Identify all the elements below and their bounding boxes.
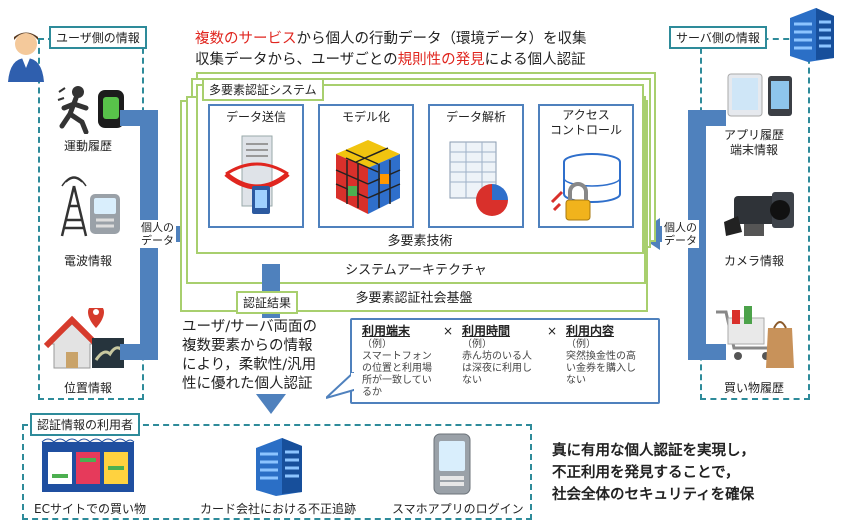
factor-time: 利用時間 （例） 赤ん坊のいる人 は深夜に利用し ない (462, 322, 546, 387)
right-arrow-label: 個人の データ (662, 220, 699, 248)
factor-content-example: （例） 突然換金性の高 い金券を購入し ない (566, 339, 636, 386)
module-access-control: アクセス コントロール (538, 104, 634, 228)
factor-time-example: （例） 赤ん坊のいる人 は深夜に利用し ない (462, 339, 532, 386)
data-send-icon (224, 135, 290, 214)
factor-device: 利用端末 （例） スマートフォン の位置と利用場 所が一致してい るか (362, 322, 446, 399)
headline-line-1: 複数のサービスから個人の行動データ（環境データ）を収集 (195, 27, 587, 48)
system-title: 多要素認証システム (202, 78, 324, 101)
shopping-cart-icon (716, 306, 794, 368)
factor-content: 利用内容 （例） 突然換金性の高 い金券を購入し ない (566, 322, 656, 387)
server-item-shopping: 買い物履歴 (723, 381, 784, 395)
spreadsheet-chart-icon (449, 141, 508, 216)
server-building-icon (790, 8, 834, 62)
server-item-app: アプリ履歴 端末情報 (723, 128, 784, 157)
auth-user-card: カード会社における不正追跡 (199, 502, 356, 516)
module-data-send-title: データ送信 (225, 110, 286, 124)
user-avatar-icon (8, 32, 44, 82)
headline-red-2: 規則性の発見 (397, 52, 485, 68)
left-bracket-top (120, 110, 158, 126)
module-data-send: データ送信 (208, 104, 304, 228)
layer-tech-label: 多要素技術 (387, 234, 453, 249)
user-side-title: ユーザ側の情報 (49, 26, 147, 49)
auth-users-panel (22, 424, 532, 520)
module-access-control-title: アクセス コントロール (549, 108, 622, 137)
headline-red-1: 複数のサービス (195, 31, 297, 47)
ec-shop-icon (41, 438, 135, 492)
user-item-location: 位置情報 (63, 381, 112, 395)
user-item-exercise: 運動履歴 (63, 139, 112, 153)
module-modeling: モデル化 (318, 104, 414, 228)
auth-result-label: 認証結果 (236, 291, 299, 314)
layer-architecture-label: システムアーキテクチャ (345, 263, 487, 278)
radio-tower-icon (60, 176, 120, 237)
running-icon (57, 86, 124, 134)
rubik-cube-icon (335, 140, 401, 214)
factor-device-title: 利用端末 (362, 324, 411, 338)
auth-user-app: スマホアプリのログイン (392, 502, 524, 516)
headline-pre-2: 収集データから、ユーザごとの (195, 52, 398, 68)
location-icon (44, 308, 124, 369)
factor-times-1: × (443, 324, 454, 338)
right-bracket-bottom (688, 344, 726, 360)
right-bracket-top (688, 110, 726, 126)
description-text: ユーザ/サーバ両面の 複数要素からの情報 により，柔軟性/汎用 性に優れた個人認… (182, 318, 317, 394)
factor-times-2: × (547, 324, 558, 338)
devices-icon (727, 73, 792, 117)
left-bracket-bottom (120, 344, 158, 360)
factor-device-example: （例） スマートフォン の位置と利用場 所が一致してい るか (362, 339, 432, 398)
factor-time-title: 利用時間 (462, 324, 511, 338)
user-item-radio: 電波情報 (63, 254, 112, 268)
module-analysis-title: データ解析 (445, 110, 506, 124)
module-analysis: データ解析 (428, 104, 524, 228)
headline-rest-1: から個人の行動データ（環境データ）を収集 (296, 31, 587, 47)
auth-user-ec: ECサイトでの買い物 (34, 502, 146, 516)
server-side-title: サーバ側の情報 (669, 26, 767, 49)
module-modeling-title: モデル化 (341, 110, 390, 124)
layer-social-infra-label: 多要素認証社会基盤 (355, 291, 473, 306)
factors-box (350, 318, 660, 404)
headline-post-2: による個人認証 (484, 52, 586, 68)
conclusion-text: 真に有用な個人認証を実現し， 不正利用を発見することで， 社会全体のセキュリティ… (552, 443, 755, 503)
server-item-camera: カメラ情報 (723, 254, 784, 268)
factors-pointer (326, 372, 354, 399)
smartphone-icon (433, 433, 471, 495)
headline-line-2: 収集データから、ユーザごとの規則性の発見による個人認証 (195, 48, 586, 69)
database-lock-icon (550, 153, 621, 221)
factor-content-title: 利用内容 (566, 324, 615, 338)
card-company-building-icon (256, 438, 302, 496)
left-arrow-label: 個人の データ (139, 220, 176, 248)
camera-icon (724, 192, 794, 236)
auth-users-title: 認証情報の利用者 (30, 413, 141, 436)
